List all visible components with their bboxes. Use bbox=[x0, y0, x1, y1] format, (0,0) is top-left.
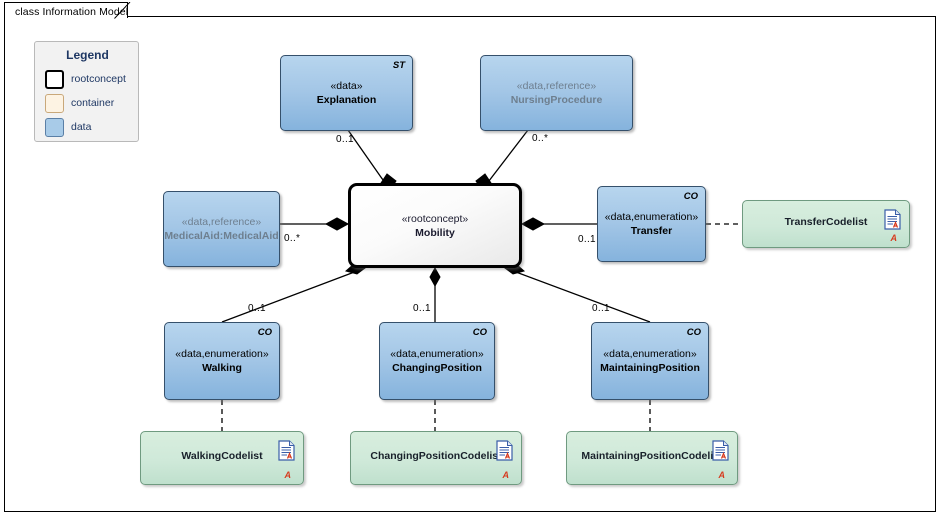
node-maintainingposition-tag: CO bbox=[686, 327, 701, 338]
multiplicity-medicalaid: 0..* bbox=[284, 233, 301, 244]
node-transfer-stereotype: «data,enumeration» bbox=[604, 211, 699, 223]
node-maintainingposition-name: MaintainingPosition bbox=[600, 362, 700, 374]
node-transfer-name: Transfer bbox=[630, 225, 673, 237]
legend-label-data: data bbox=[71, 121, 92, 133]
node-walkingcodelist-name: WalkingCodelist bbox=[181, 450, 263, 462]
node-maintainingpositioncodelist-marker: A bbox=[718, 470, 726, 480]
node-changingposition-tag: CO bbox=[472, 327, 487, 338]
legend-panel: Legend rootconcept container data bbox=[34, 41, 139, 142]
legend-title: Legend bbox=[66, 48, 109, 62]
node-walking-tag: CO bbox=[257, 327, 272, 338]
node-mobility-stereotype: «rootconcept» bbox=[401, 212, 469, 225]
node-walking-stereotype: «data,enumeration» bbox=[175, 348, 269, 360]
node-transfer-tag: CO bbox=[683, 191, 698, 202]
diagram-title: class Information Model bbox=[15, 6, 129, 18]
node-changingposition-name: ChangingPosition bbox=[392, 362, 482, 374]
multiplicity-explanation: 0..1 bbox=[336, 134, 354, 145]
multiplicity-nursingprocedure: 0..* bbox=[532, 133, 549, 144]
legend-item-rootconcept: rootconcept bbox=[45, 70, 137, 91]
node-mobility-name: Mobility bbox=[415, 226, 455, 239]
document-icon bbox=[712, 440, 729, 461]
node-changingposition[interactable]: CO «data,enumeration» ChangingPosition bbox=[379, 322, 495, 400]
node-medicalaid-name: MedicalAid:MedicalAid bbox=[164, 230, 279, 242]
node-explanation[interactable]: ST «data» Explanation bbox=[280, 55, 413, 131]
multiplicity-maintainingposition: 0..1 bbox=[592, 303, 610, 314]
legend-item-data: data bbox=[45, 118, 137, 139]
multiplicity-walking: 0..1 bbox=[248, 303, 266, 314]
node-nursingprocedure-name: NursingProcedure bbox=[510, 94, 603, 106]
node-transfercodelist[interactable]: TransferCodelist A bbox=[742, 200, 910, 248]
document-icon bbox=[278, 440, 295, 461]
node-maintainingpositioncodelist[interactable]: MaintainingPositionCodelist A bbox=[566, 431, 738, 485]
legend-item-container: container bbox=[45, 94, 137, 115]
node-transfer[interactable]: CO «data,enumeration» Transfer bbox=[597, 186, 706, 262]
node-transfercodelist-name: TransferCodelist bbox=[784, 216, 868, 228]
node-changingpositioncodelist-marker: A bbox=[502, 470, 510, 480]
node-explanation-tag: ST bbox=[392, 60, 405, 71]
node-transfercodelist-marker: A bbox=[890, 233, 898, 243]
legend-swatch-data bbox=[45, 118, 64, 137]
node-walkingcodelist-marker: A bbox=[284, 470, 292, 480]
legend-swatch-rootconcept bbox=[45, 70, 64, 89]
title-tab-slant-decoration bbox=[114, 2, 132, 19]
node-walking-name: Walking bbox=[202, 362, 242, 374]
node-changingpositioncodelist[interactable]: ChangingPositionCodelist A bbox=[350, 431, 522, 485]
node-maintainingposition-stereotype: «data,enumeration» bbox=[603, 348, 697, 360]
legend-label-container: container bbox=[71, 97, 115, 109]
node-maintainingpositioncodelist-name: MaintainingPositionCodelist bbox=[581, 450, 723, 462]
node-nursingprocedure[interactable]: «data,reference» NursingProcedure bbox=[480, 55, 633, 131]
node-medicalaid-stereotype: «data,reference» bbox=[181, 216, 262, 228]
node-walkingcodelist[interactable]: WalkingCodelist A bbox=[140, 431, 304, 485]
multiplicity-transfer: 0..1 bbox=[578, 234, 596, 245]
document-icon bbox=[884, 209, 901, 230]
node-changingposition-stereotype: «data,enumeration» bbox=[390, 348, 484, 360]
node-explanation-stereotype: «data» bbox=[330, 80, 363, 92]
node-walking[interactable]: CO «data,enumeration» Walking bbox=[164, 322, 280, 400]
document-icon bbox=[496, 440, 513, 461]
node-explanation-name: Explanation bbox=[316, 94, 377, 106]
multiplicity-changingposition: 0..1 bbox=[413, 303, 431, 314]
node-mobility[interactable]: «rootconcept» Mobility bbox=[348, 183, 522, 268]
node-maintainingposition[interactable]: CO «data,enumeration» MaintainingPositio… bbox=[591, 322, 709, 400]
node-medicalaid[interactable]: «data,reference» MedicalAid:MedicalAid bbox=[163, 191, 280, 267]
legend-swatch-container bbox=[45, 94, 64, 113]
node-nursingprocedure-stereotype: «data,reference» bbox=[516, 80, 597, 92]
diagram-title-tab[interactable]: class Information Model bbox=[4, 2, 128, 18]
legend-label-rootconcept: rootconcept bbox=[71, 73, 126, 85]
node-changingpositioncodelist-name: ChangingPositionCodelist bbox=[370, 450, 502, 462]
